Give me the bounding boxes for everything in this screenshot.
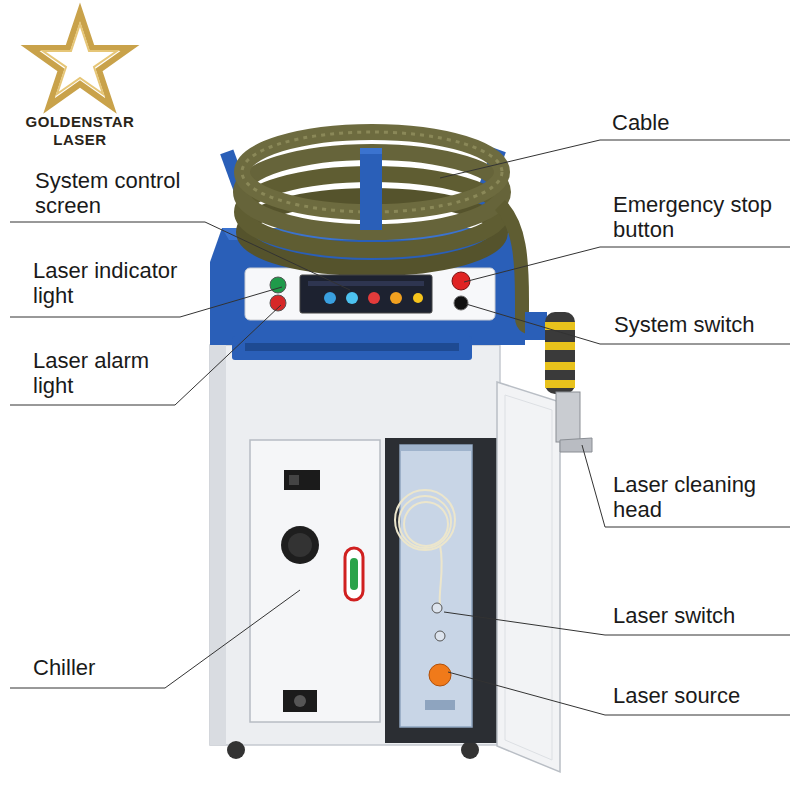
cabinet-door-part — [505, 395, 552, 760]
chiller-panel-part — [289, 475, 299, 485]
chiller-panel-part — [283, 690, 317, 712]
control-panel-part — [270, 277, 286, 293]
callout-label: Laser alarm light — [33, 348, 173, 398]
control-panel-part — [300, 275, 432, 313]
cable-bracket — [360, 148, 382, 230]
logo-star-part — [43, 24, 117, 94]
cable-bracket-part — [360, 148, 382, 230]
control-panel-part — [270, 295, 286, 311]
logo-text: LASER — [0, 131, 160, 149]
chiller-panel-part — [288, 533, 312, 557]
cleaning-head-part — [545, 342, 575, 350]
laser-source-part — [404, 502, 448, 546]
cabinet-body-part — [461, 741, 479, 759]
cleaning-head-part — [545, 362, 575, 370]
chiller-panel-part — [294, 695, 306, 707]
blue-handle-part — [245, 343, 459, 351]
callout-label: Chiller — [33, 655, 183, 680]
laser-source-part — [440, 545, 442, 606]
callout-label: Laser switch — [613, 603, 793, 628]
logo-star — [30, 12, 130, 106]
control-panel-part — [413, 293, 423, 303]
cleaning-head-part — [556, 392, 580, 442]
blue-handle — [232, 336, 472, 360]
laser-source-part — [385, 438, 497, 743]
cable-bracket-part — [360, 148, 382, 154]
callout-label: Emergency stop button — [613, 192, 793, 242]
cleaning-head — [525, 312, 592, 452]
laser-source — [385, 438, 497, 743]
cleaning-head-part — [545, 312, 575, 394]
cable-coil — [241, 132, 545, 330]
control-panel-part — [324, 292, 336, 304]
cabinet-door — [497, 382, 560, 772]
control-panel-part — [390, 292, 402, 304]
callout-label: System control screen — [35, 168, 210, 218]
laser-source-part — [399, 496, 451, 548]
laser-source-part — [429, 664, 451, 686]
cabinet-body — [210, 345, 500, 759]
control-panel — [270, 272, 470, 313]
cabinet-body-part — [210, 345, 226, 745]
chiller-panel-part — [281, 526, 319, 564]
laser-source-part — [435, 631, 445, 641]
laser-source-part — [425, 700, 455, 710]
laser-source-part — [432, 603, 442, 613]
control-panel-part — [368, 292, 380, 304]
logo-star-part — [30, 12, 130, 106]
laser-source-part — [400, 445, 472, 451]
cabinet-door-part — [497, 382, 560, 772]
callout-label: Laser source — [613, 683, 793, 708]
cabinet-body-part — [227, 741, 245, 759]
top-housing-part — [245, 268, 495, 320]
leader-lines-part — [10, 590, 300, 688]
control-panel-part — [346, 292, 358, 304]
control-panel-part — [454, 296, 468, 310]
leader-lines-part — [10, 305, 281, 405]
callout-label: Laser indicator light — [33, 258, 203, 308]
cleaning-head-part — [525, 312, 547, 340]
chiller-panel-part — [345, 548, 363, 600]
chiller-panel-part — [284, 470, 320, 490]
control-panel-part — [308, 281, 424, 286]
callout-label: Cable — [612, 110, 792, 135]
laser-source-part — [395, 490, 455, 550]
logo-text: GOLDENSTAR — [0, 113, 160, 131]
chiller-panel-part — [350, 558, 358, 590]
callout-label: Laser cleaning head — [613, 472, 793, 522]
blue-handle-part — [232, 336, 472, 360]
cabinet-body-part — [210, 345, 500, 745]
cleaning-head-part — [560, 438, 592, 452]
chiller-panel — [250, 440, 380, 722]
leader-lines-part — [440, 140, 790, 178]
leader-lines-part — [464, 247, 790, 282]
cleaning-head-part — [545, 380, 575, 388]
laser-source-part — [400, 445, 472, 727]
cable-coil-part — [500, 205, 545, 330]
callout-label: System switch — [614, 312, 794, 337]
chiller-panel-part — [250, 440, 380, 722]
